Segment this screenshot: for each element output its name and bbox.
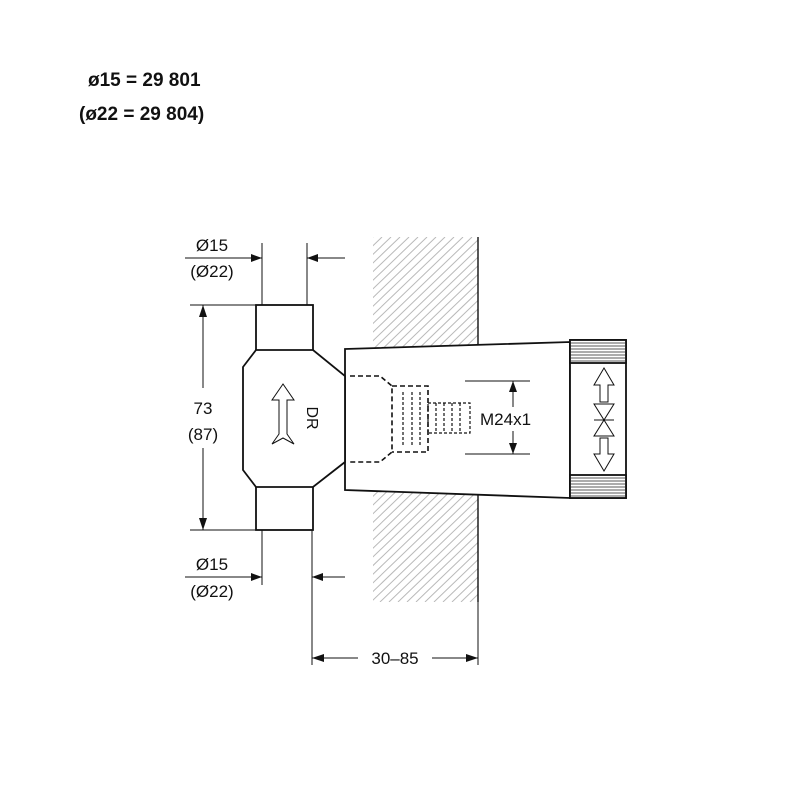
hatch-line (373, 498, 478, 601)
hatch-line (373, 256, 478, 359)
top-pipe-dimension: Ø15 (Ø22) (185, 236, 345, 305)
hatch-line (373, 291, 478, 394)
internal-thread-detail (350, 375, 471, 463)
hatch-line (397, 524, 478, 602)
hatch-line (388, 515, 478, 602)
depth-label: 30–85 (371, 649, 418, 668)
hatch-line (373, 237, 455, 316)
cap-nut (569, 339, 627, 499)
hatch-line (373, 265, 478, 368)
part-number-15: ø15 = 29 801 (88, 70, 201, 91)
hatch-line (406, 533, 478, 602)
part-number-22: (ø22 = 29 804) (79, 104, 204, 125)
flow-symbol (593, 367, 615, 472)
thread-dimension: M24x1 (465, 380, 552, 455)
thread-label: M24x1 (480, 410, 531, 429)
hatch-line (373, 282, 478, 385)
hatch-line (373, 455, 478, 558)
bottom-pipe-dimension: Ø15 (Ø22) (185, 530, 345, 665)
flow-arrow-icon (271, 383, 295, 445)
bottom-diameter-alt: (Ø22) (190, 582, 233, 601)
hatch-line (373, 463, 478, 567)
hatch-line (373, 489, 478, 593)
hatch-line (373, 472, 478, 575)
hatch-line (379, 507, 478, 602)
valve-body (242, 304, 346, 531)
height-main: 73 (194, 399, 213, 418)
hatch-line (373, 247, 478, 351)
body-flow-arrow: DR (271, 383, 320, 445)
valve-symbol-icon (593, 403, 615, 421)
hatch-line (373, 237, 464, 325)
dr-marking: DR (303, 406, 320, 429)
depth-dimension: 30–85 (312, 602, 479, 668)
hatch-line (373, 237, 473, 333)
top-diameter-alt: (Ø22) (190, 262, 233, 281)
height-dimension: 73 (87) (188, 304, 256, 531)
hatch-line (373, 481, 478, 584)
bottom-diameter-main: Ø15 (196, 555, 228, 574)
hatch-line (373, 239, 478, 342)
hatch-line (373, 237, 446, 307)
down-arrow-icon (593, 437, 615, 472)
top-diameter-main: Ø15 (196, 236, 228, 255)
hatch-line (373, 273, 478, 377)
hatch-line (373, 446, 478, 549)
height-alt: (87) (188, 425, 218, 444)
up-arrow-icon (593, 367, 615, 403)
